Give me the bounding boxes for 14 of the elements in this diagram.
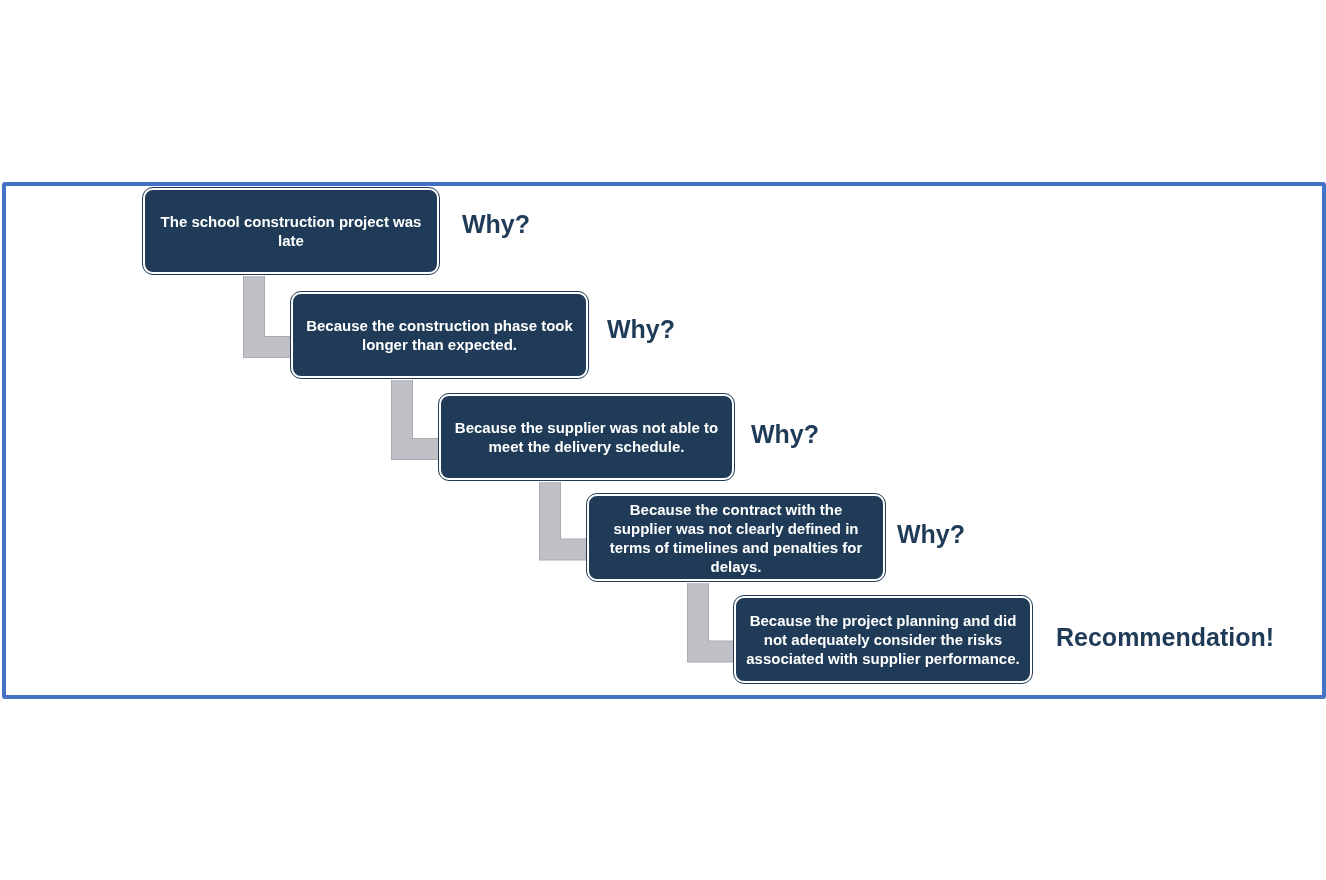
- question-label: Why?: [462, 210, 531, 239]
- process-box: The school construction project was late: [143, 188, 439, 274]
- connector: [243, 276, 290, 358]
- question-label: Why?: [897, 520, 966, 549]
- process-box: Because the construction phase took longer than expected.: [291, 292, 588, 378]
- question-label: Why?: [607, 315, 676, 344]
- question-label: Recommendation!: [1056, 623, 1275, 652]
- process-box: Because the contract with the supplier was not clearly defined in terms of timelines and penalties for delays.: [587, 494, 885, 581]
- connector: [539, 482, 586, 561]
- question-label: Why?: [751, 420, 820, 449]
- connector: [391, 380, 438, 460]
- process-box: Because the project planning and did not adequately consider the risks associated with supplier performance.: [734, 596, 1032, 683]
- connector: [687, 583, 733, 663]
- process-box: Because the supplier was not able to meet the delivery schedule.: [439, 394, 734, 480]
